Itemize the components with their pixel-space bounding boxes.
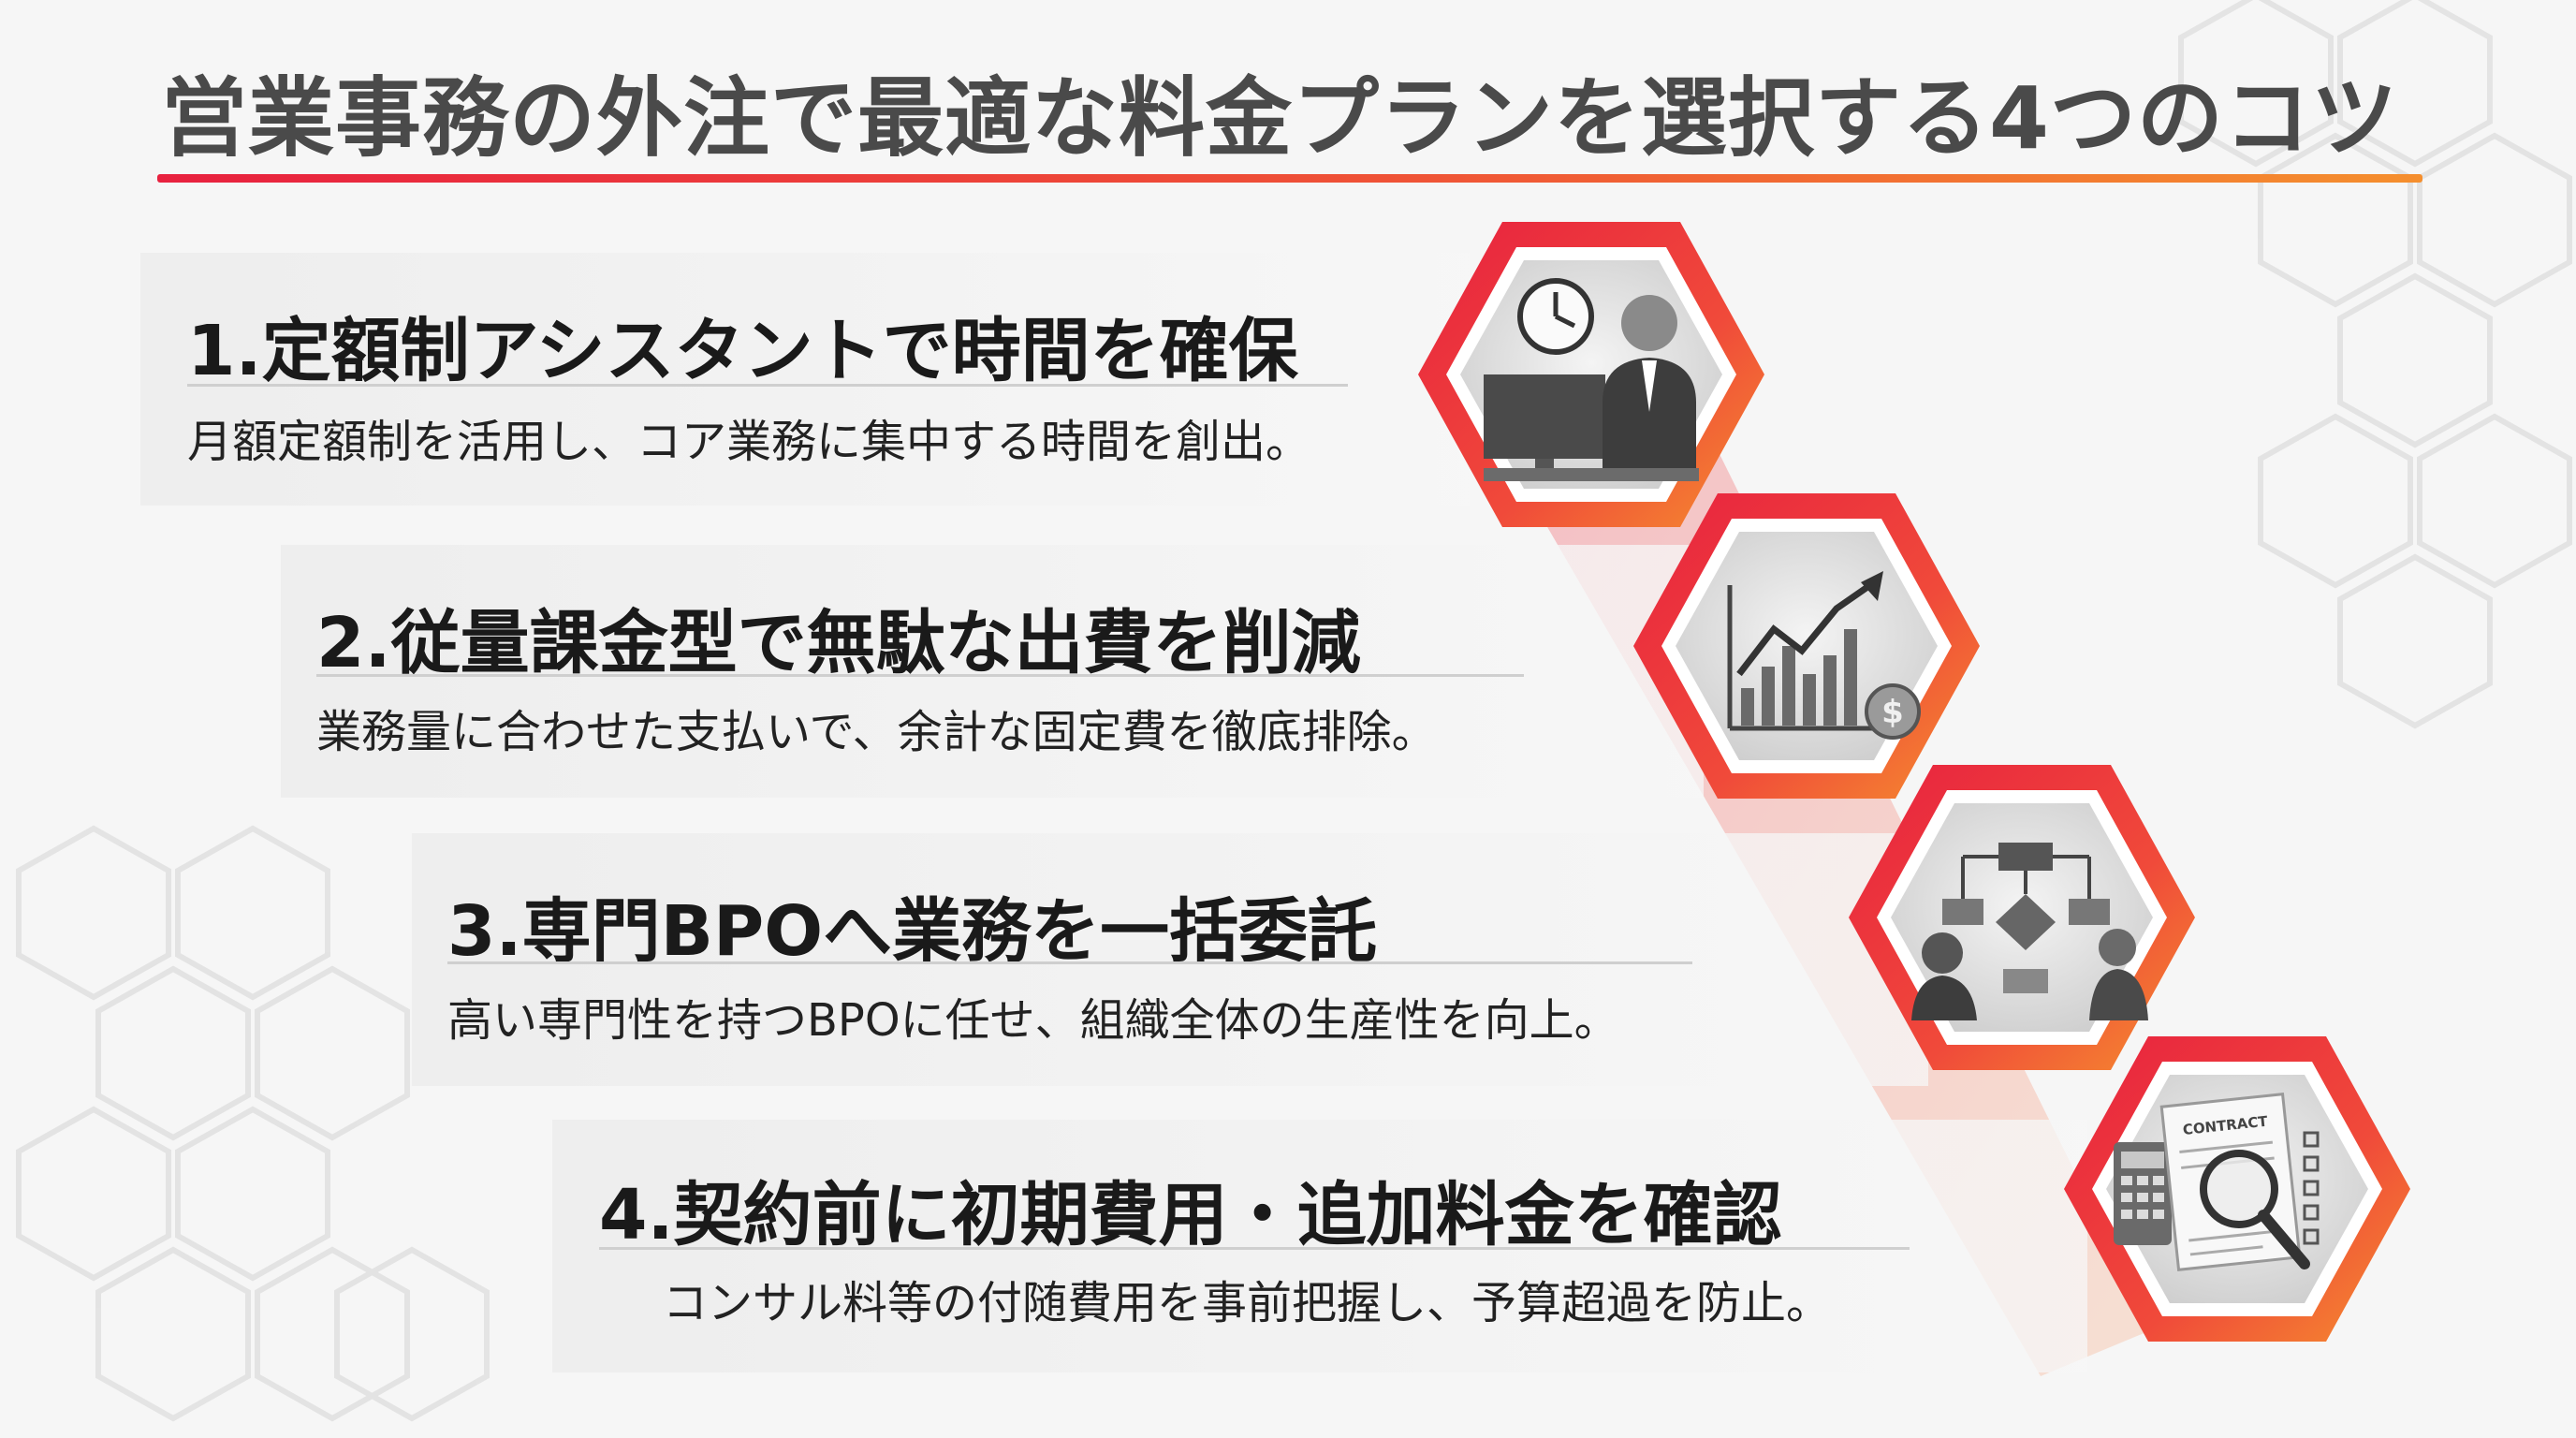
item-band-4 — [552, 1120, 2087, 1372]
item-band-3 — [412, 833, 1928, 1086]
flowchart-team-icon — [1849, 765, 2195, 1070]
item-desc-4: コンサル料等の付随費用を事前把握し、予算超過を防止。 — [663, 1277, 1832, 1329]
item-rule-3 — [447, 961, 1692, 964]
item-rule-1 — [187, 384, 1348, 387]
item-band-2 — [281, 545, 1704, 798]
growth-chart-coin-icon: $ — [1633, 493, 1980, 799]
item-desc-3: 高い専門性を持つBPOに任せ、組織全体の生産性を向上。 — [447, 994, 1619, 1047]
item-band-1 — [140, 253, 1470, 506]
item-rule-2 — [316, 674, 1524, 677]
item-desc-2: 業務量に合わせた支払いで、余計な固定費を徹底排除。 — [316, 706, 1437, 758]
item-title-3: 3.専門BPOへ業務を一括委託 — [447, 891, 1378, 972]
contract-magnifier-icon: CONTRACT — [2064, 1036, 2410, 1342]
clock-businessperson-icon — [1418, 222, 1764, 527]
svg-text:$: $ — [1881, 694, 1904, 731]
item-rule-4 — [599, 1247, 1910, 1250]
title-underline — [157, 174, 2422, 183]
item-title-4: 4.契約前に初期費用・追加料金を確認 — [599, 1175, 1782, 1255]
page-title: 営業事務の外注で最適な料金プランを選択する4つのコツ — [161, 68, 2399, 169]
item-title-1: 1.定額制アシスタントで時間を確保 — [187, 311, 1298, 391]
item-desc-1: 月額定額制を活用し、コア業務に集中する時間を創出。 — [187, 416, 1311, 468]
item-title-2: 2.従量課金型で無駄な出費を削減 — [316, 603, 1361, 683]
